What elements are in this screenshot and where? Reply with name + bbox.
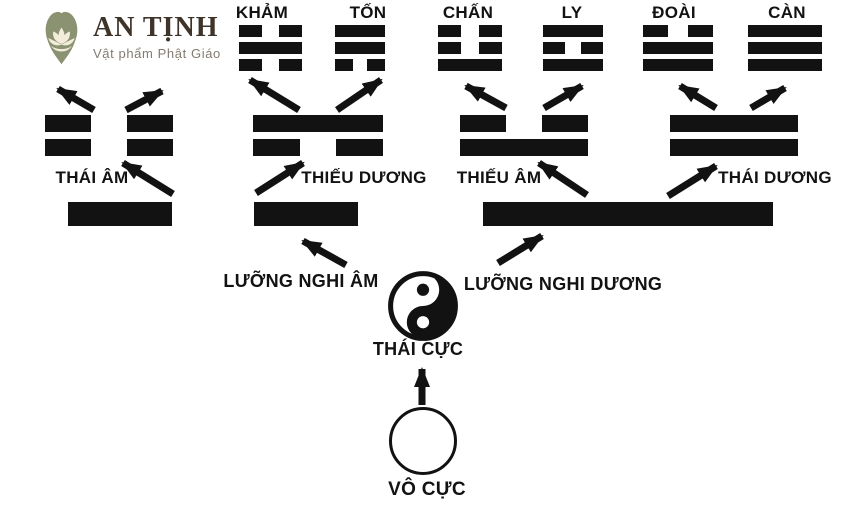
broken-line: [239, 25, 302, 37]
arrow-am-to-thai-am: [121, 160, 175, 197]
foursymbol-thieu-am: [460, 115, 588, 156]
foursymbol-thai-duong: [670, 115, 798, 156]
arrow-taiji-to-am: [301, 237, 348, 269]
solid-line: [483, 202, 773, 226]
broken-line: [335, 59, 385, 71]
broken-line: [438, 25, 502, 37]
foursymbol-thai-am: [45, 115, 173, 156]
broken-line: [543, 42, 603, 54]
solid-line: [438, 59, 502, 71]
logo-title: AN TỊNH: [93, 12, 219, 43]
arrow-thai-duong-to-doai: [678, 83, 718, 111]
arrow-am-to-thieu-duong: [254, 160, 305, 196]
lotus-icon: [48, 27, 75, 52]
trigram-can: [748, 25, 822, 71]
arrow-duong-to-thieu-am: [537, 160, 589, 198]
trigram-doai: [643, 25, 713, 71]
yin-yang-icon: [388, 271, 458, 341]
solid-line: [543, 25, 603, 37]
broken-line: [643, 25, 713, 37]
trigram-label-chan: CHẤN: [442, 3, 494, 22]
broken-line: [45, 115, 173, 132]
foursymbol-label-thai-am: THÁI ÂM: [55, 168, 129, 187]
broken-line: [253, 139, 383, 156]
wuji-label: VÔ CỰC: [388, 479, 466, 500]
broken-line: [239, 59, 302, 71]
empty-circle-icon: [389, 407, 457, 475]
arrow-thieu-duong-to-ton: [335, 77, 383, 113]
solid-line: [335, 25, 385, 37]
solid-line: [748, 25, 822, 37]
twoform-label-am: LƯỠNG NGHI ÂM: [223, 271, 379, 291]
broken-line: [438, 42, 502, 54]
twoform-duong-solid-line: [483, 202, 773, 226]
trigram-label-ly: LY: [561, 3, 583, 22]
logo-subtitle: Vật phẩm Phật Giáo: [93, 46, 221, 61]
solid-line: [253, 115, 383, 132]
solid-line: [643, 59, 713, 71]
twoform-label-duong: LƯỠNG NGHI DƯƠNG: [463, 274, 663, 294]
taiji-label: THÁI CỰC: [372, 339, 464, 359]
trigram-label-can: CÀN: [768, 3, 806, 22]
solid-line: [460, 139, 588, 156]
trigram-ton: [335, 25, 385, 71]
trigram-label-doai: ĐOÀI: [652, 3, 696, 22]
solid-line: [239, 42, 302, 54]
arrow-thieu-am-to-chan: [464, 82, 508, 112]
trigram-chan: [438, 25, 502, 71]
an-tinh-logo: AN TỊNH Vật phẩm Phật Giáo: [45, 9, 221, 66]
solid-line: [643, 42, 713, 54]
broken-line: [68, 202, 358, 226]
arrow-thai-duong-to-can: [749, 84, 787, 112]
solid-line: [748, 42, 822, 54]
arrow-taiji-to-duong: [496, 233, 544, 266]
foursymbol-label-thai-duong: THÁI DƯƠNG: [718, 168, 832, 187]
arrow-thai-am-to-hidden-right: [124, 87, 164, 114]
foursymbol-label-thieu-duong: THIẾU DƯƠNG: [301, 168, 427, 187]
trigram-kham: [239, 25, 302, 71]
broken-line: [460, 115, 588, 132]
solid-line: [543, 59, 603, 71]
broken-line: [45, 139, 173, 156]
foursymbol-thieu-duong: [253, 115, 383, 156]
solid-line: [335, 42, 385, 54]
trigram-ly: [543, 25, 603, 71]
arrow-thieu-am-to-ly: [542, 82, 584, 112]
solid-line: [748, 59, 822, 71]
trigram-label-kham: KHẢM: [235, 3, 289, 22]
trigram-label-ton: TỐN: [349, 3, 387, 22]
solid-line: [670, 115, 798, 132]
arrow-duong-to-thai-duong: [666, 163, 718, 199]
foursymbol-label-thieu-am: THIẾU ÂM: [456, 168, 542, 187]
arrow-thieu-duong-to-kham: [248, 77, 301, 113]
solid-line: [670, 139, 798, 156]
arrow-thai-am-to-hidden-left: [56, 85, 96, 114]
twoform-am-broken-line: [68, 202, 358, 226]
bodhi-leaf-icon: [45, 11, 78, 65]
